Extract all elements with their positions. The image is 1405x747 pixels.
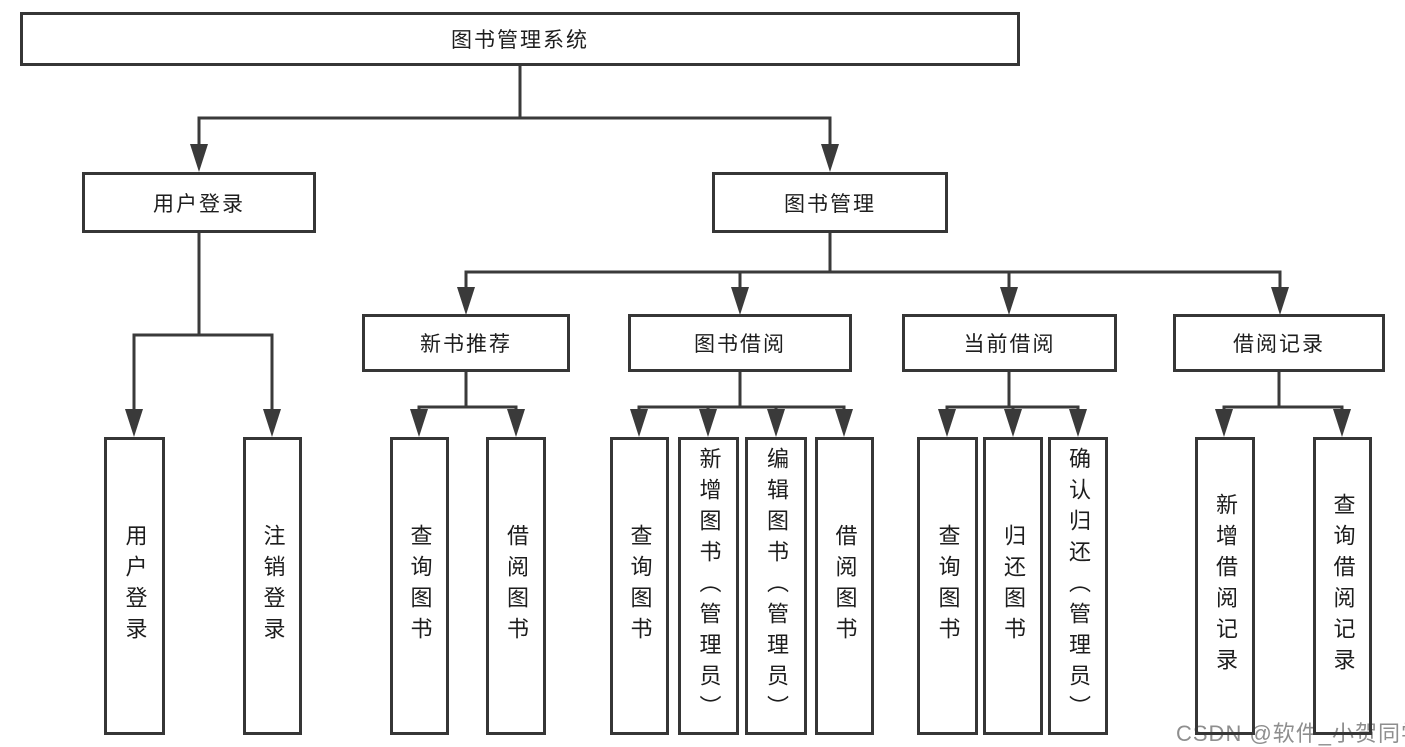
connector-book-borrowing-children (630, 370, 853, 437)
leaf-confirm-return-admin: 确认归还（管理员） (1048, 437, 1108, 735)
leaf-logout: 注销登录 (243, 437, 302, 735)
node-label: 当前借阅 (963, 333, 1056, 356)
node-borrowing-records: 借阅记录 (1173, 314, 1385, 372)
leaf-query-borrow-record: 查询借阅记录 (1313, 437, 1372, 735)
leaf-query-books-current: 查询图书 (917, 437, 978, 735)
leaf-borrow-books-recommendation: 借阅图书 (486, 437, 546, 735)
node-label: 新书推荐 (420, 333, 512, 356)
connector-user-login-children (125, 230, 281, 437)
leaf-query-books-recommendation: 查询图书 (390, 437, 449, 735)
leaf-query-books-borrowing: 查询图书 (610, 437, 669, 735)
node-label: 确认归还（管理员） (1066, 446, 1091, 726)
node-new-book-recommendation: 新书推荐 (362, 314, 570, 372)
node-label: 查询图书 (627, 524, 653, 648)
node-label: 新增借阅记录 (1213, 493, 1238, 679)
node-label: 图书借阅 (694, 333, 786, 356)
node-label: 用户登录 (153, 192, 245, 216)
node-label: 查询图书 (407, 524, 433, 648)
node-label: 图书管理 (784, 192, 876, 216)
node-label: 图书管理系统 (451, 29, 589, 52)
node-label: 归还图书 (1001, 524, 1026, 648)
node-label: 注销登录 (260, 524, 286, 648)
connector-new-book-recommendation-children (410, 370, 525, 437)
connector-book-management-children (457, 230, 1289, 315)
node-label: 查询借阅记录 (1330, 493, 1356, 679)
leaf-user-login: 用户登录 (104, 437, 165, 735)
node-label: 编辑图书（管理员） (764, 446, 789, 726)
csdn-watermark: CSDN @软件_小贺同学 (1176, 721, 1405, 746)
node-current-borrowing: 当前借阅 (902, 314, 1117, 372)
node-label: 用户登录 (122, 524, 148, 648)
connector-root-to-level1 (190, 62, 839, 172)
node-book-management: 图书管理 (712, 172, 948, 233)
node-label: 新增图书（管理员） (696, 446, 722, 726)
node-library-management-system: 图书管理系统 (20, 12, 1020, 66)
node-label: 借阅图书 (504, 524, 529, 648)
connector-current-borrowing-children (938, 370, 1087, 437)
leaf-add-borrow-record: 新增借阅记录 (1195, 437, 1255, 735)
leaf-edit-books-admin: 编辑图书（管理员） (745, 437, 807, 735)
node-label: 借阅记录 (1233, 333, 1325, 356)
leaf-add-books-admin: 新增图书（管理员） (678, 437, 739, 735)
node-user-login: 用户登录 (82, 172, 316, 233)
node-label: 借阅图书 (832, 524, 858, 648)
connector-borrowing-records-children (1215, 370, 1351, 437)
leaf-borrow-books: 借阅图书 (815, 437, 874, 735)
leaf-return-books: 归还图书 (983, 437, 1043, 735)
node-book-borrowing: 图书借阅 (628, 314, 852, 372)
node-label: 查询图书 (935, 524, 961, 648)
